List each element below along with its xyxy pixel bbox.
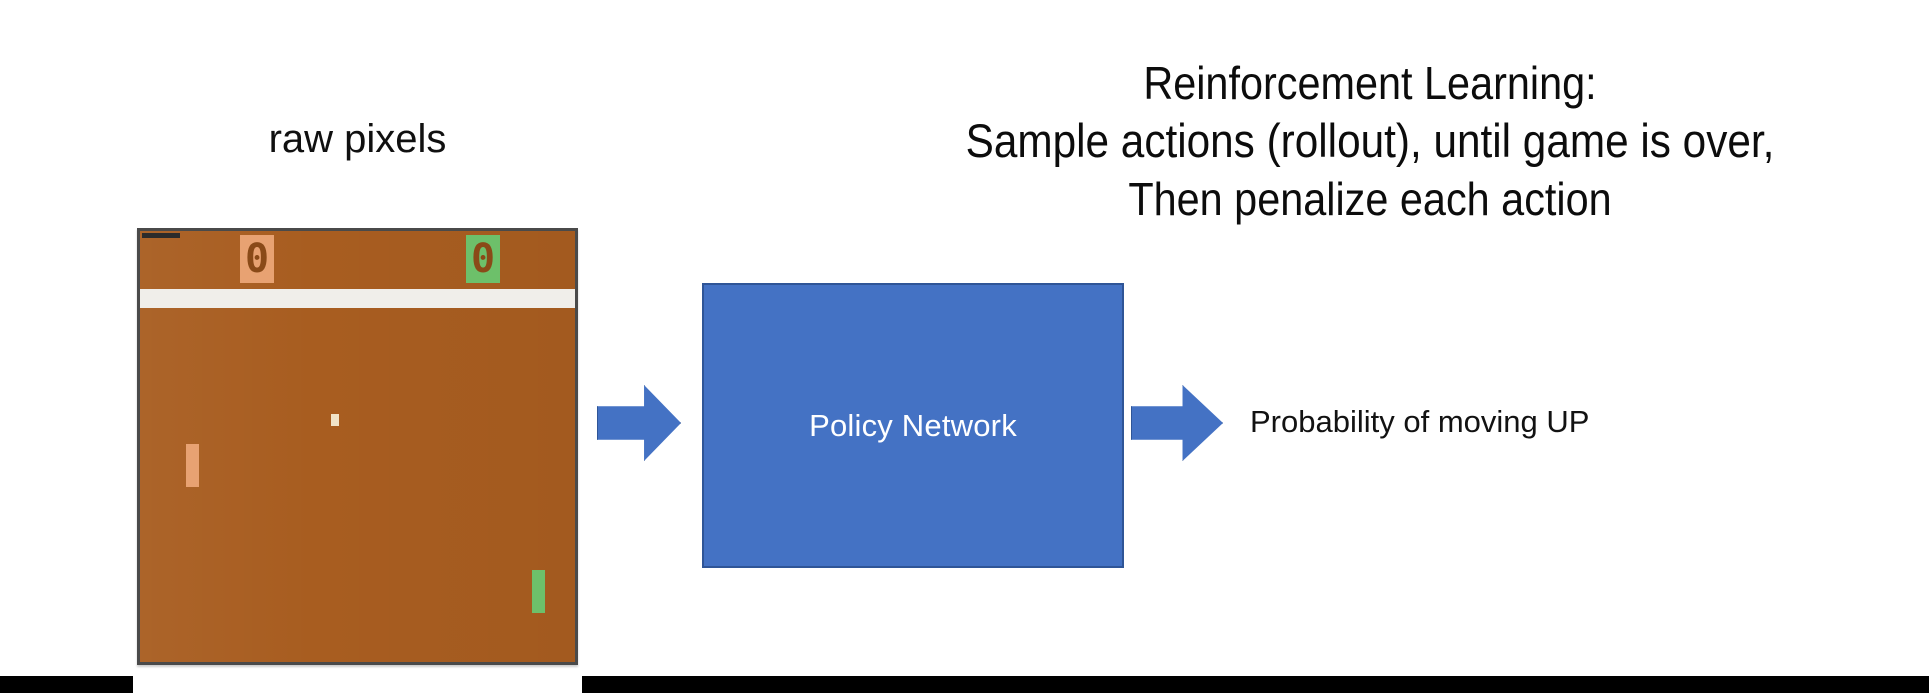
pong-game-frame: 0 0 bbox=[137, 228, 578, 665]
score-right: 0 bbox=[466, 235, 500, 283]
ball bbox=[331, 414, 339, 426]
right-arrow-icon-output bbox=[1131, 385, 1223, 461]
paddle-left bbox=[186, 444, 199, 487]
policy-network-box: Policy Network bbox=[702, 283, 1124, 568]
heading-line-3: Then penalize each action bbox=[1128, 173, 1612, 225]
pong-top-marker bbox=[142, 233, 180, 238]
policy-network-label: Policy Network bbox=[809, 407, 1017, 443]
output-label: Probability of moving UP bbox=[1250, 404, 1590, 439]
raw-pixels-label: raw pixels bbox=[268, 117, 447, 161]
score-left: 0 bbox=[240, 235, 274, 283]
right-arrow-icon-input bbox=[597, 385, 681, 461]
pong-divider-line bbox=[140, 289, 575, 308]
heading-line-1: Reinforcement Learning: bbox=[1143, 57, 1597, 109]
bottom-bar-left bbox=[0, 676, 133, 693]
slide-heading: Reinforcement Learning: Sample actions (… bbox=[884, 54, 1856, 228]
heading-line-2: Sample actions (rollout), until game is … bbox=[965, 114, 1775, 167]
paddle-right bbox=[532, 570, 545, 613]
bottom-bar-right bbox=[582, 676, 1929, 693]
